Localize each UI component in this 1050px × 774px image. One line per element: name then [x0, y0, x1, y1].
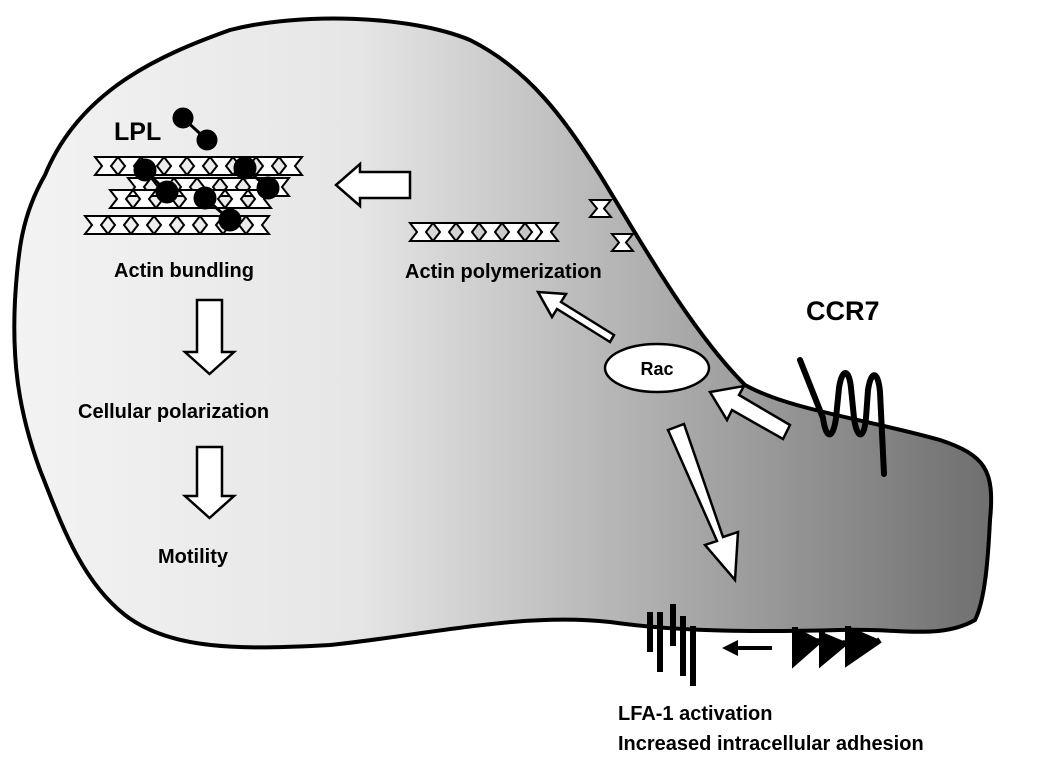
- dumbbell-icon: [233, 156, 280, 200]
- arrow-bundling-to-polarization: [181, 298, 238, 376]
- integrin-bent-icon: [845, 626, 882, 668]
- dumbbell-icon: [172, 107, 218, 151]
- lpl-label: LPL: [114, 118, 161, 146]
- arrow-integrin-activation: [722, 640, 772, 656]
- dumbbell-icon: [193, 186, 242, 232]
- integrin-bent-icon: [792, 627, 822, 669]
- integrin-bar-icon: [647, 612, 663, 672]
- arrow-polymerization-to-bundling: [334, 161, 412, 209]
- arrow-rac-to-polymerization: [535, 290, 616, 344]
- lfa1-activation-label: LFA-1 activation: [618, 703, 772, 725]
- chevron-subunit-icon: [532, 222, 561, 242]
- chevron-subunit-icon: [243, 215, 272, 235]
- integrin-bar-icon: [670, 604, 686, 676]
- chevron-subunit-icon: [609, 233, 636, 252]
- actin-polymerization-label: Actin polymerization: [405, 261, 602, 283]
- integrin-bent-icon: [819, 632, 848, 669]
- actin-polymerizing-filament: [407, 199, 636, 252]
- lpl-molecules: [133, 107, 280, 232]
- arrow-rac-to-lfa1: [666, 422, 740, 584]
- rac-label: Rac: [640, 359, 673, 379]
- chevron-subunit-icon: [276, 156, 305, 176]
- integrins-active: [647, 604, 696, 686]
- dumbbell-icon: [133, 158, 179, 204]
- actin-bundling-label: Actin bundling: [114, 260, 254, 282]
- ccr7-label: CCR7: [806, 296, 880, 326]
- arrow-polarization-to-motility: [181, 445, 238, 520]
- arrow-ccr7-to-rac: [707, 384, 792, 441]
- cellular-polarization-label: Cellular polarization: [78, 401, 269, 423]
- rac-node: [603, 342, 711, 394]
- increased-adhesion-label: Increased intracellular adhesion: [618, 733, 924, 755]
- chevron-subunit-icon: [587, 199, 614, 218]
- seven-transmembrane-coil-icon: [797, 357, 887, 477]
- integrins-inactive: [792, 626, 882, 669]
- motility-label: Motility: [158, 546, 229, 568]
